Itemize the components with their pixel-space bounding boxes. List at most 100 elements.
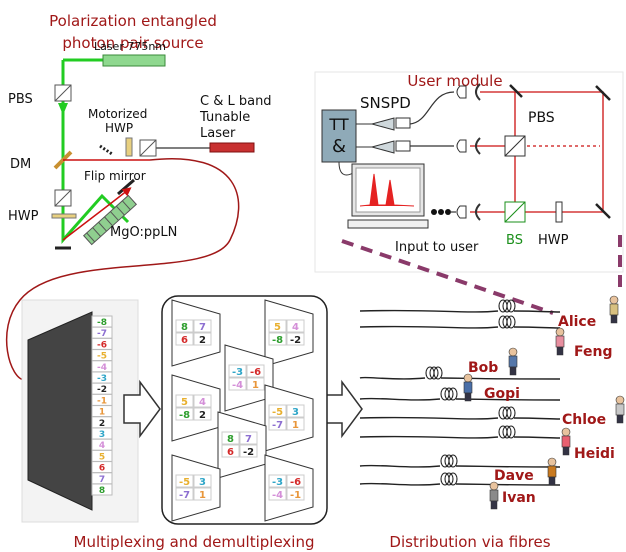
fibre-to-mux bbox=[5, 158, 240, 381]
demux-channel-label: 2 bbox=[199, 335, 206, 346]
demux-unit: -3-6-4-1 bbox=[264, 454, 314, 522]
demux-channel-label: 8 bbox=[181, 322, 188, 333]
channel-label: 7 bbox=[99, 475, 105, 485]
arrow-to-fibres-icon bbox=[325, 379, 363, 439]
demux-channel-label: 8 bbox=[227, 434, 234, 445]
bs-label: BS bbox=[506, 233, 523, 248]
fibre-spool-icon bbox=[502, 406, 512, 420]
person-icon bbox=[555, 327, 565, 356]
motorized-hwp-label: HWP bbox=[105, 121, 133, 135]
user-name-chloe: Chloe bbox=[562, 412, 606, 428]
user-name-gopi: Gopi bbox=[484, 386, 520, 402]
fibre-spool-icon bbox=[448, 387, 458, 401]
demux-channel-label: -7 bbox=[179, 490, 190, 501]
tunable-label: Tunable bbox=[199, 110, 250, 125]
mux-caption: Multiplexing and demultiplexing bbox=[74, 533, 315, 551]
channel-label: 8 bbox=[99, 486, 105, 496]
source-title-line1: Polarization entangled bbox=[49, 12, 217, 30]
distribution-fibres bbox=[359, 299, 561, 486]
fibre-spool-icon bbox=[444, 472, 454, 486]
fibre-line bbox=[359, 416, 499, 420]
demux-channel-label: -5 bbox=[272, 407, 283, 418]
computer-icon bbox=[347, 163, 429, 229]
photon-pair-source: Polarization entangled photon pair sourc… bbox=[5, 12, 272, 381]
user-name-dave: Dave bbox=[494, 468, 534, 484]
snspd-label: SNSPD bbox=[360, 94, 411, 112]
channel-label: -1 bbox=[97, 396, 107, 406]
demux-channel-label: -4 bbox=[232, 380, 243, 391]
demux-channel-label: -8 bbox=[272, 335, 283, 346]
source-title-line2: photon pair source bbox=[62, 34, 203, 52]
fibre-spool-icon bbox=[502, 315, 512, 329]
demux-channel-label: 3 bbox=[292, 407, 299, 418]
demux-channel-label: -6 bbox=[250, 367, 261, 378]
laser775-label: Laser 775nm bbox=[94, 40, 166, 53]
demux-channel-label: -5 bbox=[179, 477, 190, 488]
dm-label: DM bbox=[10, 157, 31, 172]
demux-channel-label: -8 bbox=[179, 410, 190, 421]
tunable-laser-icon bbox=[209, 142, 255, 153]
channel-label: -6 bbox=[97, 340, 107, 350]
arrow-to-demux-icon bbox=[123, 379, 161, 439]
tt-label: TT bbox=[328, 115, 348, 134]
distribution-caption: Distribution via fibres bbox=[389, 533, 550, 551]
fibre-line bbox=[359, 464, 441, 468]
demux-channel-label: 3 bbox=[199, 477, 206, 488]
demux-channel-label: -7 bbox=[272, 420, 283, 431]
flip-mirror-icon bbox=[99, 144, 113, 156]
demux-channel-label: 5 bbox=[181, 397, 188, 408]
person-icon bbox=[561, 427, 571, 456]
fibre-line bbox=[359, 376, 426, 380]
laser-label: Laser bbox=[200, 126, 236, 141]
fibre-line bbox=[359, 435, 499, 439]
channel-label: 1 bbox=[99, 408, 105, 418]
fibre-spool-icon bbox=[433, 366, 443, 380]
demux-channel-label: -2 bbox=[243, 447, 254, 458]
demux-channel-label: -1 bbox=[290, 490, 301, 501]
fibre-line bbox=[359, 397, 441, 401]
fibre-spool-icon bbox=[444, 387, 454, 401]
motorized-label: Motorized bbox=[88, 107, 147, 121]
cl-band-label: C & L band bbox=[200, 94, 272, 109]
channel-label: 3 bbox=[99, 430, 105, 440]
and-label: & bbox=[332, 136, 346, 157]
channel-label: -4 bbox=[97, 363, 107, 373]
fibre-spool-icon bbox=[506, 315, 516, 329]
person-icon bbox=[609, 295, 619, 324]
demux-channel-label: 4 bbox=[292, 322, 299, 333]
person-icon bbox=[615, 395, 625, 424]
fibre-spool-icon bbox=[502, 425, 512, 439]
demux-channel-label: 5 bbox=[274, 322, 281, 333]
person-icon bbox=[508, 347, 518, 376]
user-module-title: User module bbox=[407, 72, 502, 90]
user-module: User module PBS BS HWP bbox=[314, 71, 624, 273]
hwp-plate-icon bbox=[51, 213, 77, 219]
channel-label: -7 bbox=[97, 329, 107, 339]
fibre-spool-icon bbox=[506, 299, 516, 313]
ppln-crystal-icon bbox=[82, 194, 138, 246]
um-hwp-icon bbox=[555, 201, 563, 223]
fibre-line bbox=[359, 309, 499, 313]
demux-channel-label: 6 bbox=[227, 447, 234, 458]
user-name-heidi: Heidi bbox=[574, 446, 615, 462]
mux-shape bbox=[27, 311, 93, 511]
channel-label: -5 bbox=[97, 352, 107, 362]
user-name-bob: Bob bbox=[468, 360, 498, 376]
person-icon bbox=[463, 373, 473, 402]
snspd-detector-icon bbox=[370, 117, 411, 154]
demux-channel-label: 1 bbox=[292, 420, 299, 431]
channel-label: -3 bbox=[97, 374, 107, 384]
fibre-spool-icon bbox=[448, 472, 458, 486]
fibre-spool-icon bbox=[429, 366, 439, 380]
input-to-user-label: Input to user bbox=[395, 240, 479, 255]
demux-channel-label: -4 bbox=[272, 490, 283, 501]
um-pbs-label: PBS bbox=[528, 110, 555, 126]
fibre-coupler-icon bbox=[456, 83, 481, 221]
